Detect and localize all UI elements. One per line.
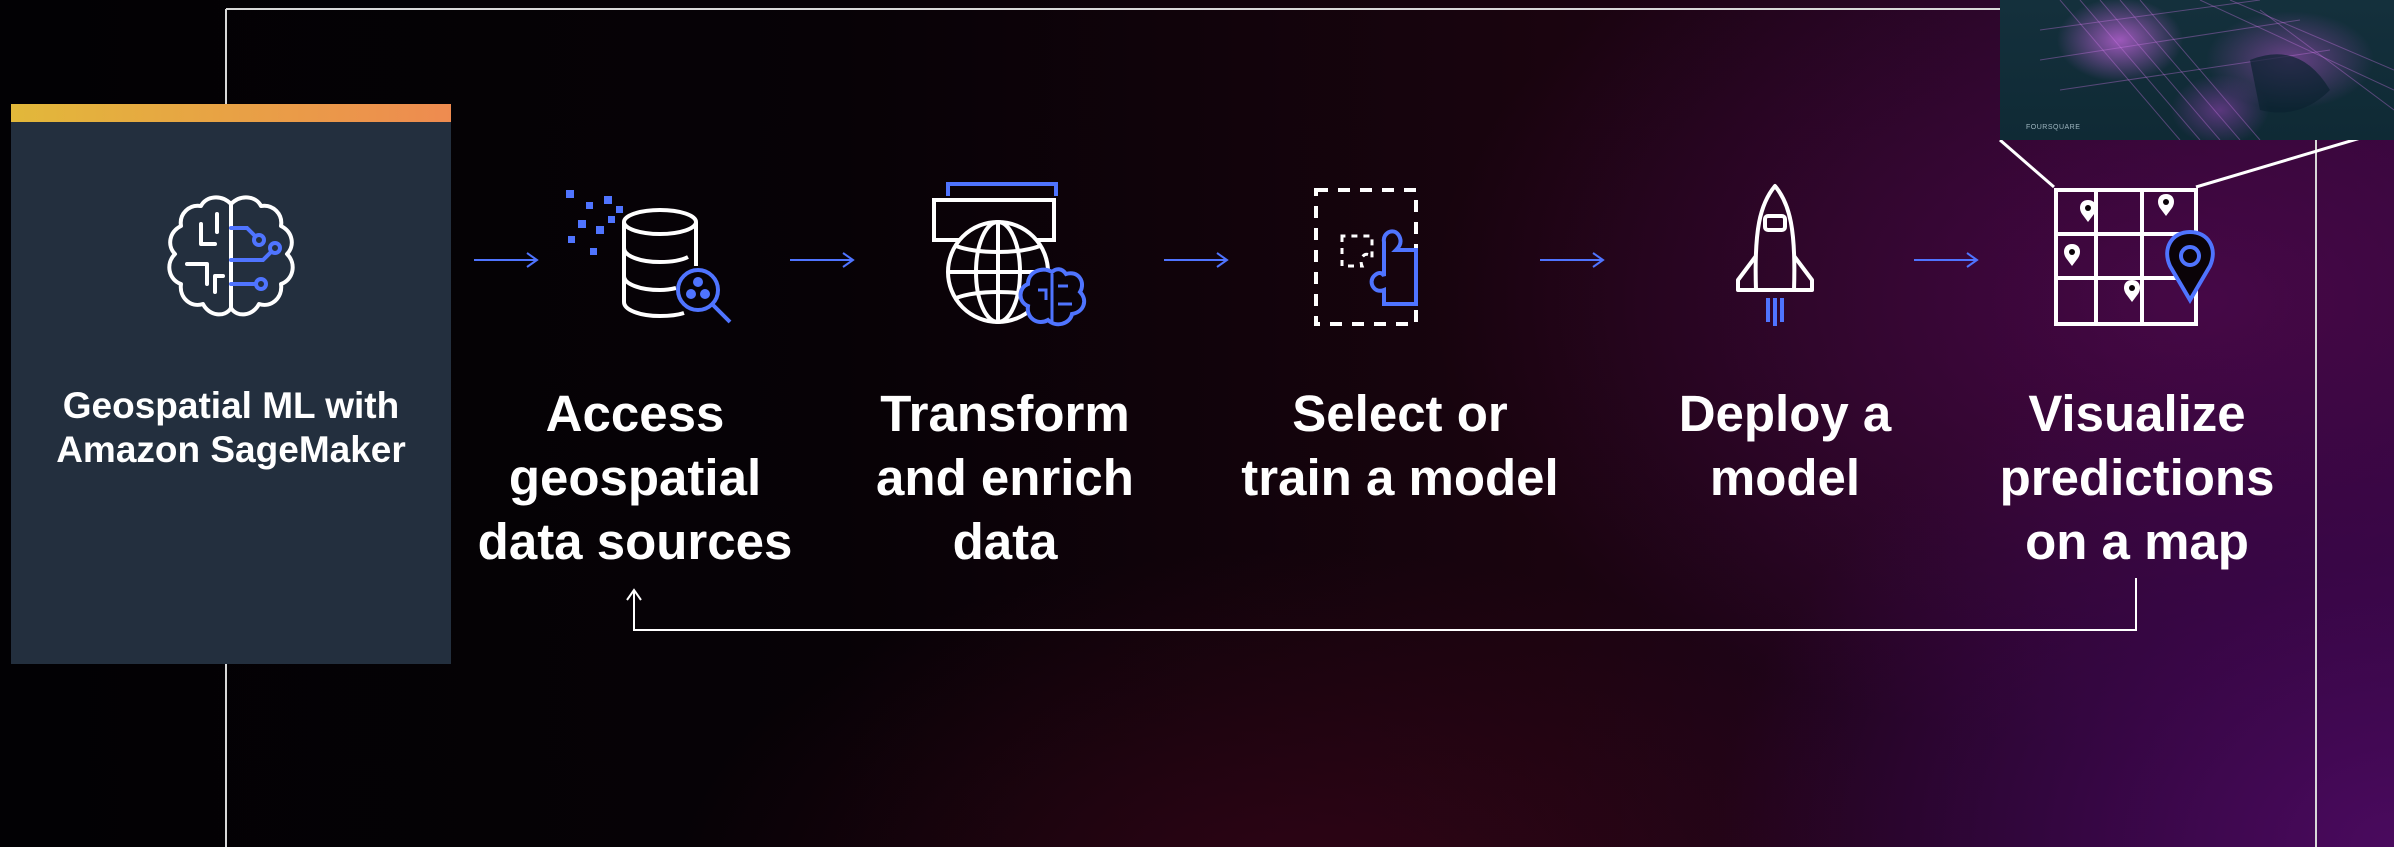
step-5-line-2: predictions bbox=[1999, 449, 2275, 506]
flow-arrow-2 bbox=[790, 252, 855, 268]
flow-arrow-3 bbox=[1164, 252, 1229, 268]
step-4-line-2: model bbox=[1709, 449, 1861, 506]
step-label-transform: Transform and enrich data bbox=[850, 382, 1160, 574]
map-grid-pin-icon bbox=[2052, 186, 2222, 330]
rocket-icon bbox=[1730, 180, 1820, 330]
step-2-line-2: and enrich bbox=[876, 449, 1134, 506]
zoom-line-left bbox=[1999, 138, 2055, 189]
product-card: Geospatial ML with Amazon SageMaker bbox=[11, 104, 451, 664]
card-accent-bar bbox=[11, 104, 451, 122]
step-label-access: Access geospatial data sources bbox=[450, 382, 820, 574]
step-label-deploy: Deploy a model bbox=[1620, 382, 1950, 510]
database-search-icon bbox=[560, 186, 740, 326]
map-street-pattern bbox=[2039, 0, 2394, 140]
globe-brain-icon bbox=[928, 176, 1098, 336]
step-1-line-1: Access bbox=[545, 385, 725, 442]
step-2-line-3: data bbox=[952, 513, 1058, 570]
flow-arrow-1 bbox=[474, 252, 539, 268]
map-thumbnail: FOURSQUARE bbox=[2000, 0, 2394, 140]
step-1-line-2: geospatial bbox=[508, 449, 762, 506]
step-3-line-2: train a model bbox=[1241, 449, 1559, 506]
product-title: Geospatial ML with Amazon SageMaker bbox=[11, 384, 451, 472]
map-credit-text: FOURSQUARE bbox=[2026, 124, 2081, 131]
feedback-loop-arrow bbox=[626, 578, 2137, 631]
step-5-line-1: Visualize bbox=[2028, 385, 2246, 442]
step-2-line-1: Transform bbox=[880, 385, 1130, 442]
puzzle-piece-icon bbox=[1312, 186, 1422, 326]
product-title-line-1: Geospatial ML with bbox=[62, 385, 400, 426]
step-1-line-3: data sources bbox=[477, 513, 793, 570]
step-label-visualize: Visualize predictions on a map bbox=[1970, 382, 2304, 574]
flow-arrow-5 bbox=[1914, 252, 1979, 268]
product-title-line-2: Amazon SageMaker bbox=[56, 429, 406, 470]
step-5-line-3: on a map bbox=[2025, 513, 2249, 570]
step-label-select-train: Select or train a model bbox=[1210, 382, 1590, 510]
flow-arrow-4 bbox=[1540, 252, 1605, 268]
brain-circuit-icon bbox=[151, 184, 311, 344]
step-4-line-1: Deploy a bbox=[1678, 385, 1892, 442]
step-3-line-1: Select or bbox=[1292, 385, 1508, 442]
